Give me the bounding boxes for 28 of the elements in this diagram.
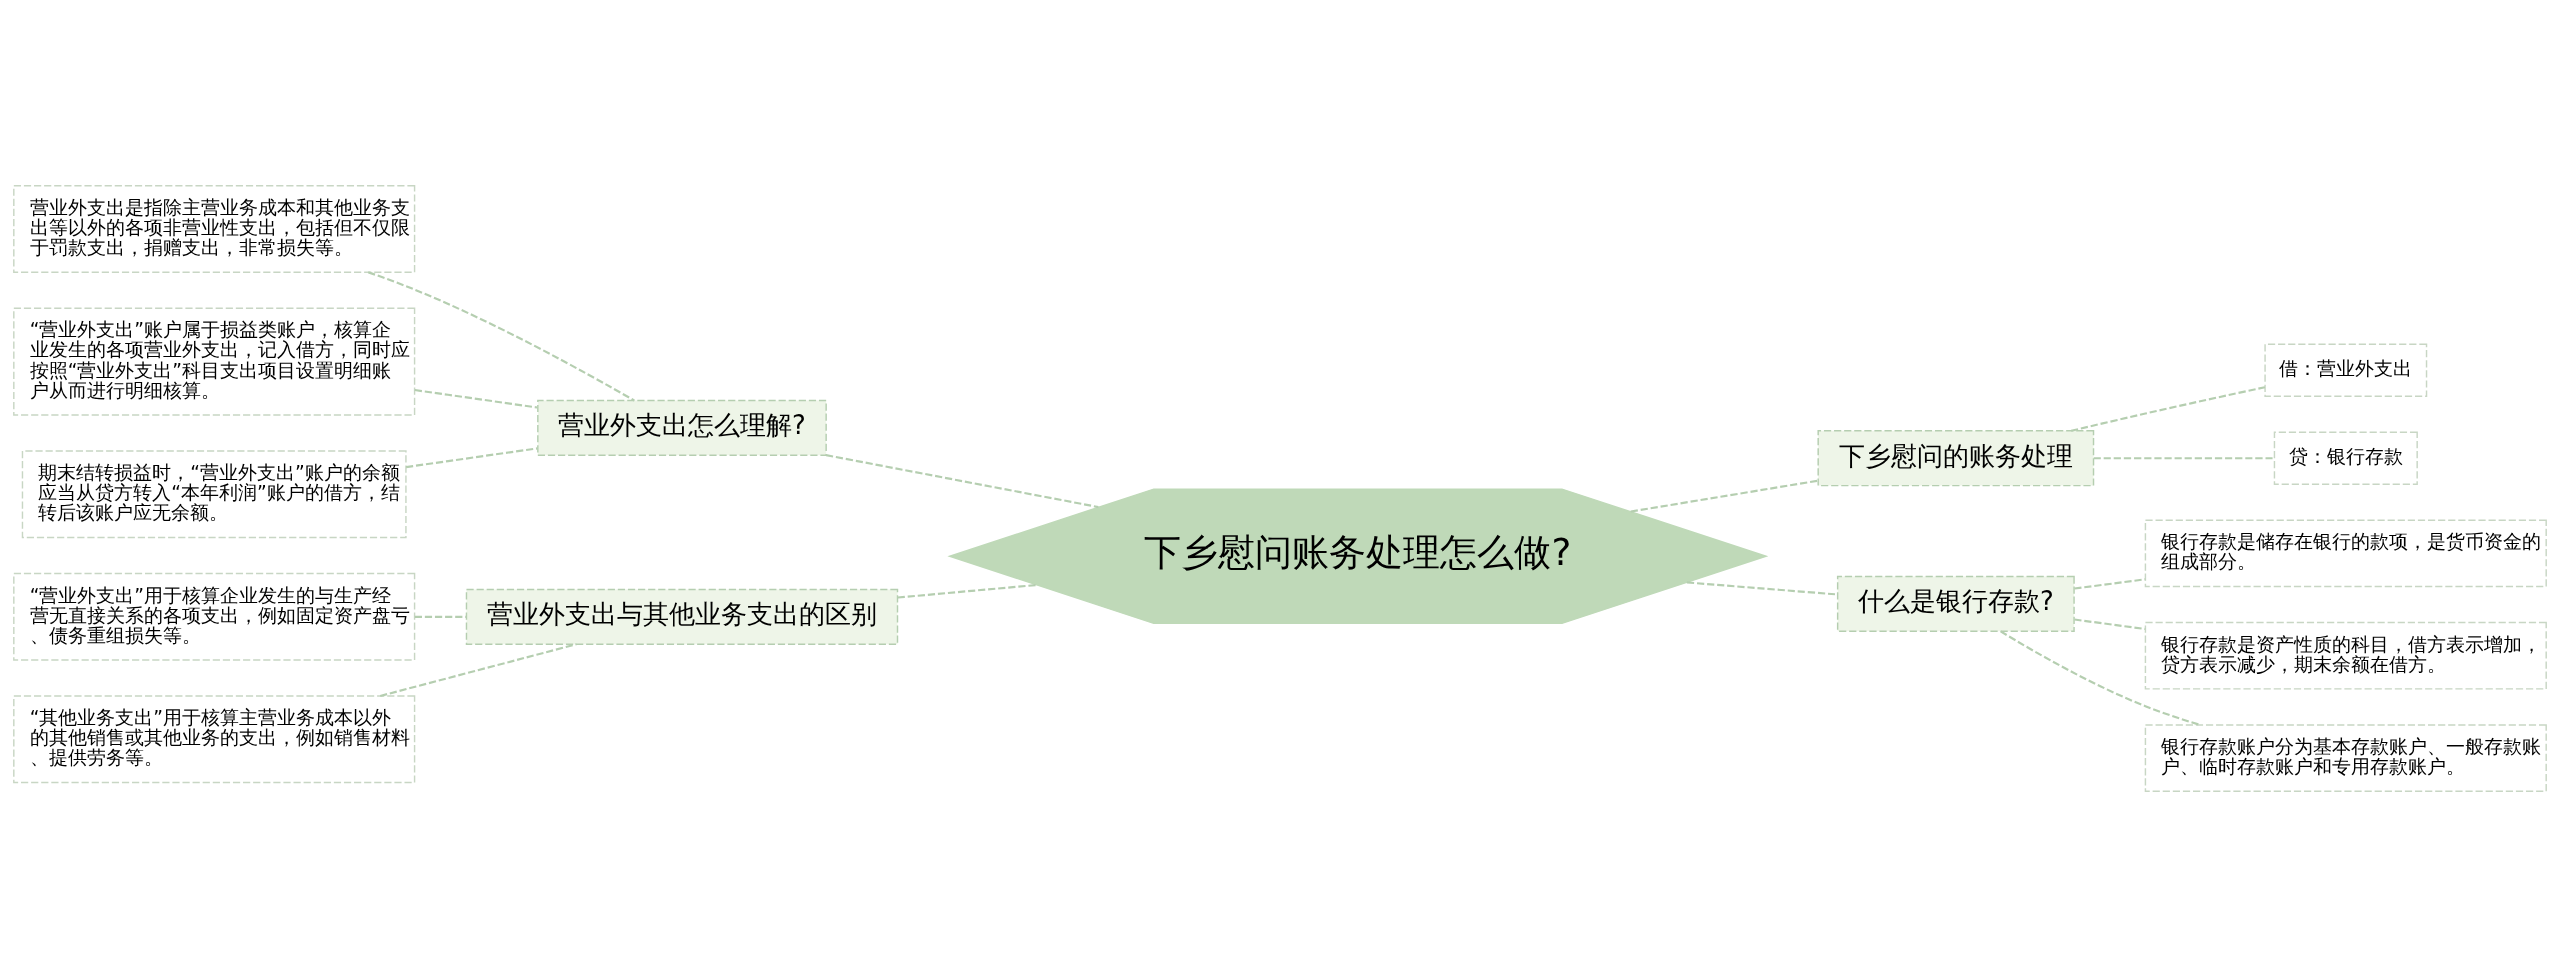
connector bbox=[2074, 618, 2146, 631]
connector bbox=[414, 389, 538, 409]
connector bbox=[2000, 630, 2201, 726]
node-box: 什么是银行存款? bbox=[1836, 575, 2075, 632]
node-box: 营业外支出是指除主营业务成本和其他业务支出等以外的各项非营业性支出，包括但不仅限于罚款支出，捐赠支出，非常损失等。 bbox=[13, 185, 416, 273]
node-box: “营业外支出”用于核算企业发生的与生产经营无直接关系的各项支出，例如固定资产盘亏、债务重组损失等。 bbox=[13, 572, 416, 661]
connector bbox=[405, 447, 538, 469]
node-box: 银行存款账户分为基本存款账户、一般存款账户、临时存款账户和专用存款账户。 bbox=[2144, 724, 2547, 792]
connector bbox=[825, 454, 1099, 509]
connector bbox=[2074, 578, 2146, 590]
node-box: 期末结转损益时，“营业外支出”账户的余额应当从贷方转入“本年利润”账户的借方，结转后该账户应无余额。 bbox=[21, 450, 407, 539]
node-box: 下乡慰问的账务处理 bbox=[1817, 430, 2095, 487]
node-box: 银行存款是储存在银行的款项，是货币资金的组成部分。 bbox=[2144, 519, 2547, 588]
node-box: 银行存款是资产性质的科目，借方表示增加，贷方表示减少，期末余额在借方。 bbox=[2144, 621, 2547, 690]
connector bbox=[2093, 457, 2275, 460]
node-box: 营业外支出与其他业务支出的区别 bbox=[465, 588, 899, 645]
connector bbox=[414, 615, 467, 618]
node-box: “营业外支出”账户属于损益类账户，核算企业发生的各项营业外支出，记入借方，同时应按照“营业外支出”科目支出项目设置明细账户从而进行明细核算。 bbox=[13, 307, 416, 416]
connector bbox=[1630, 479, 1818, 513]
connector bbox=[2070, 386, 2266, 432]
connector bbox=[897, 583, 1037, 599]
node-box: 营业外支出怎么理解? bbox=[537, 399, 827, 457]
node-box: 贷：银行存款 bbox=[2273, 431, 2418, 485]
connector bbox=[1686, 581, 1838, 596]
node-box: “其他业务支出”用于核算主营业务成本以外的其他销售或其他业务的支出，例如销售材料、提供劳务等。 bbox=[13, 695, 416, 784]
connector bbox=[367, 271, 635, 402]
node-box: 借：营业外支出 bbox=[2264, 343, 2428, 397]
connector bbox=[379, 643, 577, 697]
